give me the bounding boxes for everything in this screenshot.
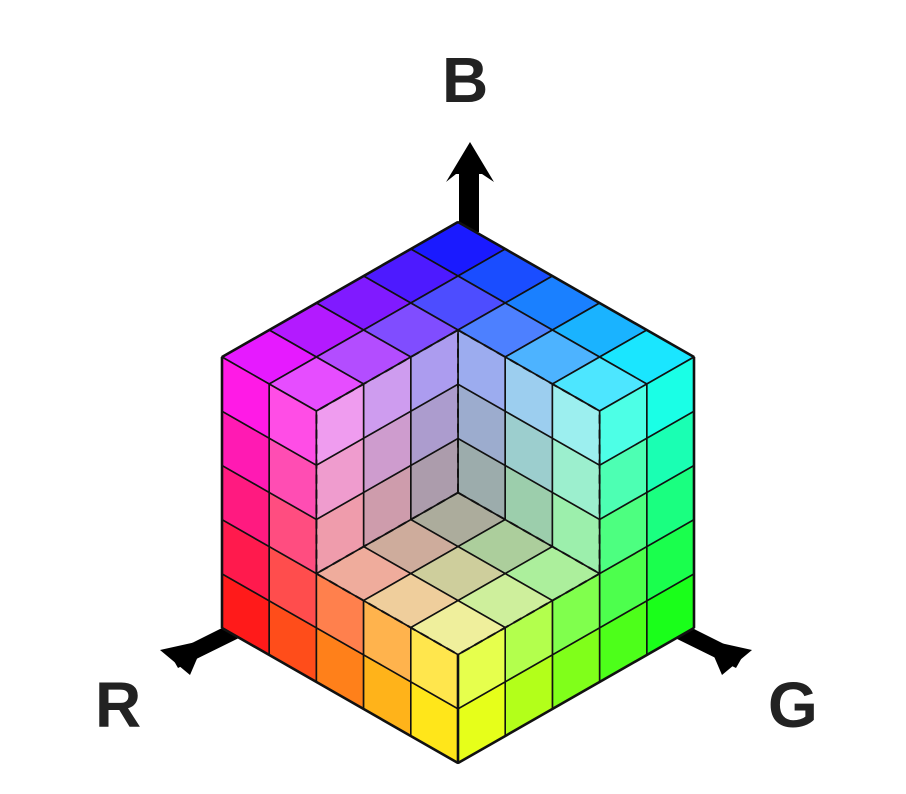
cutaway-hidden-edge xyxy=(315,329,459,412)
b-axis-label: B xyxy=(442,44,488,116)
b-axis-arrow-icon xyxy=(446,142,494,232)
cutaway-right-cell xyxy=(315,383,365,467)
cutaway-hidden-edge xyxy=(457,491,601,575)
cube-outline-edge xyxy=(457,626,695,765)
cutaway-hidden-edge xyxy=(457,329,601,412)
cutaway-hidden-edge xyxy=(315,572,459,656)
cube-outline-edge xyxy=(457,220,695,359)
cube-outline-edge xyxy=(221,220,459,359)
color-cube xyxy=(220,220,696,765)
r-axis-arrow-icon xyxy=(160,621,245,675)
cutaway-left-cell xyxy=(551,383,601,467)
cube-outline-edge xyxy=(221,626,459,765)
r-axis-label: R xyxy=(95,669,141,741)
cutaway-hidden-edge xyxy=(315,491,459,575)
g-axis-label: G xyxy=(768,669,818,741)
cutaway-hidden-edge xyxy=(457,572,601,656)
